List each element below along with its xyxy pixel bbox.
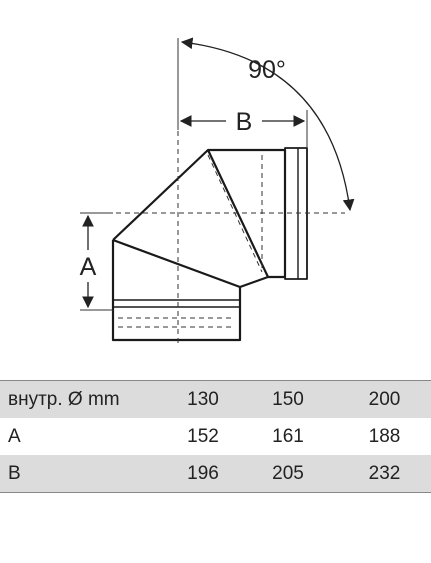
row-label: A	[8, 425, 21, 447]
table-top-rule	[0, 380, 431, 381]
table-cell: 130	[187, 388, 219, 410]
table-row: B 196 205 232	[0, 455, 431, 492]
table-cell: 196	[187, 462, 219, 484]
table-bottom-rule	[0, 492, 431, 493]
bottom-segment	[111, 238, 242, 342]
dimension-a-label: A	[80, 253, 97, 281]
row-label: внутр. Ø mm	[8, 388, 120, 410]
table-cell: 152	[187, 425, 219, 447]
table-row: внутр. Ø mm 130 150 200	[0, 381, 431, 418]
angle-arc	[180, 37, 355, 212]
middle-segment	[112, 148, 270, 289]
table-cell: 150	[272, 388, 304, 410]
table-cell: 200	[368, 388, 401, 410]
table-cell: 232	[368, 462, 401, 484]
table-cell: 205	[272, 462, 304, 484]
table-row: A 152 161 188	[0, 418, 431, 455]
elbow-technical-drawing: B A 90°	[80, 37, 355, 345]
dimension-b-label: B	[236, 108, 253, 136]
angle-label: 90°	[248, 56, 286, 84]
row-label: B	[8, 462, 21, 484]
table-cell: 161	[272, 425, 304, 447]
elbow-outline	[111, 147, 308, 342]
table-cell: 188	[368, 425, 401, 447]
